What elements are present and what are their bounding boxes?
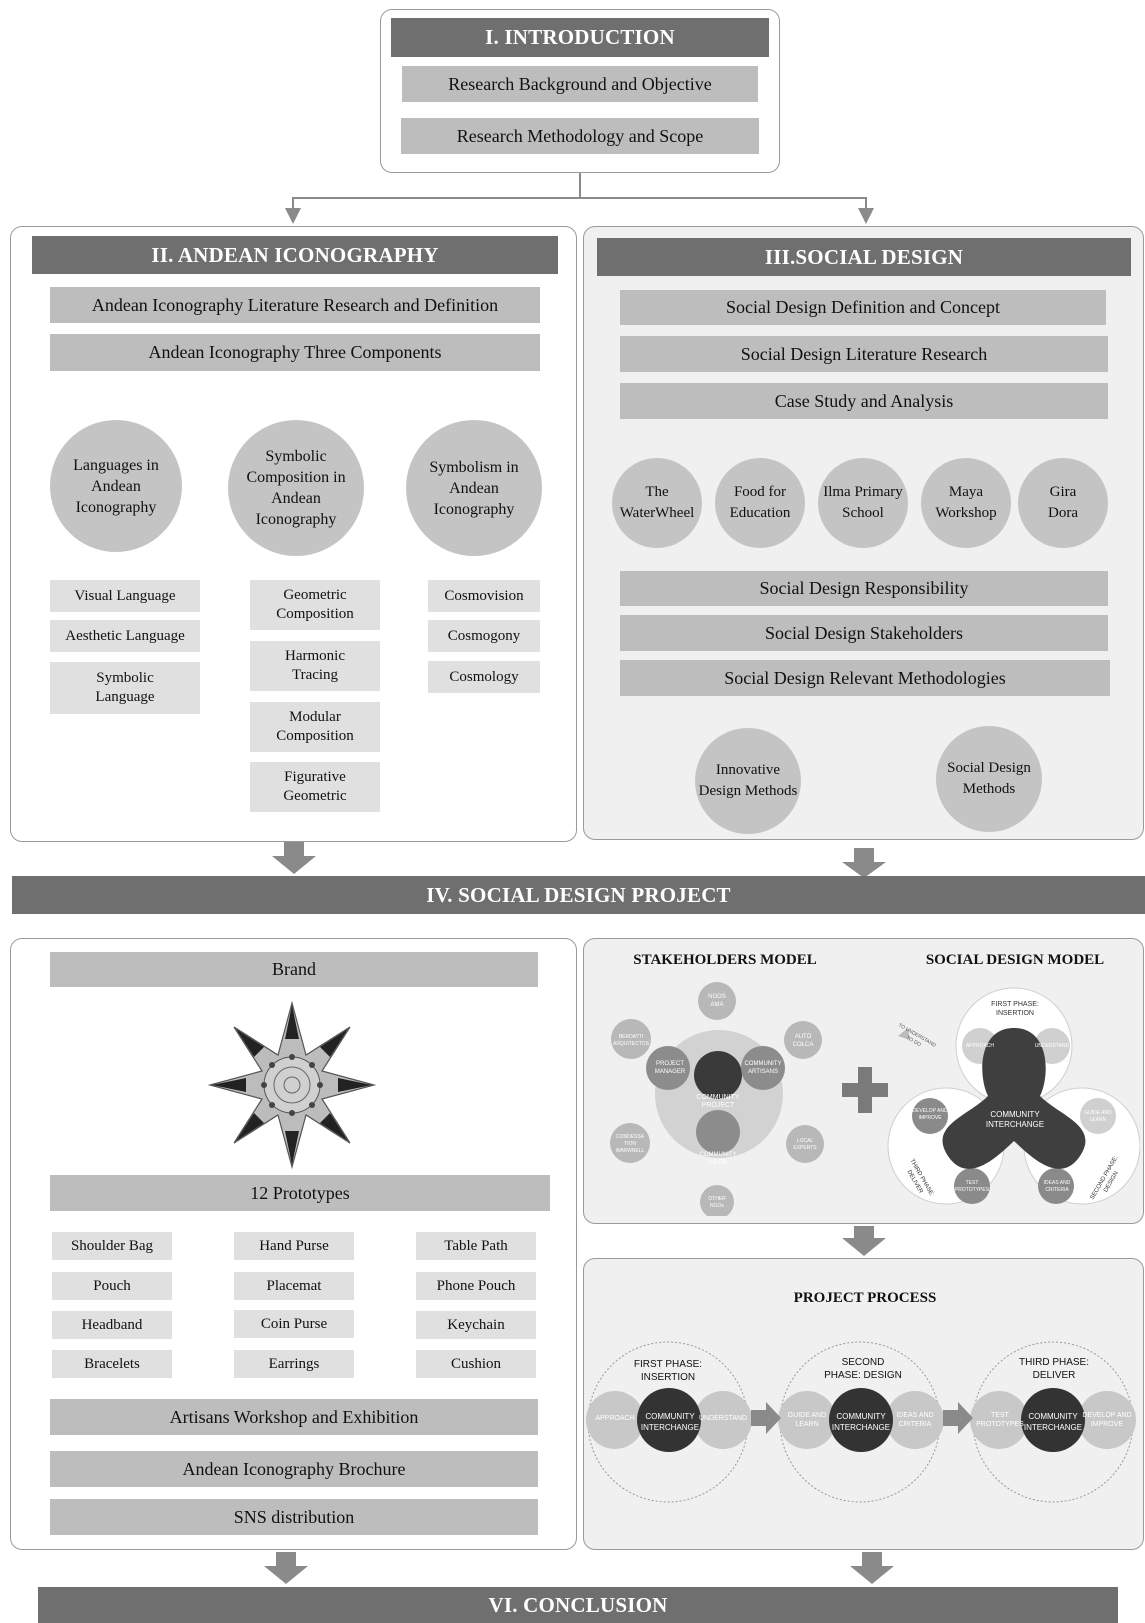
proto-coin-purse: Coin Purse: [234, 1310, 354, 1338]
process-phase3-right: DEVELOP AND IMPROVE: [1082, 1412, 1132, 1428]
proto-hand-purse: Hand Purse: [234, 1232, 354, 1260]
social-stakeholders-bar: Social Design Stakeholders: [620, 615, 1108, 651]
stakeholder-auto-colca: AUTO COLCA: [792, 1034, 814, 1048]
andean-header: II. ANDEAN ICONOGRAPHY: [32, 236, 558, 274]
social-model-center-label: COMMUNITY INTERCHANGE: [985, 1110, 1045, 1129]
box-modular-composition: Modular Composition: [250, 702, 380, 752]
social-model-node-develop: DEVELOP AND IMPROVE: [912, 1108, 948, 1121]
process-phase1-label: FIRST PHASE: INSERTION: [633, 1359, 703, 1383]
proto-headband: Headband: [52, 1311, 172, 1339]
social-model-node-understand: UNDERSTAND: [1034, 1043, 1070, 1049]
process-phase3-left: TEST PROTOTYPES: [976, 1412, 1024, 1428]
project-header: IV. SOCIAL DESIGN PROJECT: [12, 876, 1145, 914]
case-gira-dora: Gira Dora: [1018, 458, 1108, 548]
intro-item-background: Research Background and Objective: [402, 66, 758, 102]
stakeholder-project-manager: PROJECT MANAGER: [654, 1061, 686, 1075]
social-model-node-ideas: IDEAS AND CRITERIA: [1043, 1180, 1071, 1193]
stakeholder-community-lider: COMMUNITY LIDER: [699, 1152, 737, 1166]
sns-bar: SNS distribution: [50, 1499, 538, 1535]
social-literature-bar: Social Design Literature Research: [620, 336, 1108, 372]
brochure-bar: Andean Iconography Brochure: [50, 1451, 538, 1487]
stakeholder-local-experts: LOCAL EXPERTS: [793, 1138, 817, 1151]
social-definition-bar: Social Design Definition and Concept: [620, 290, 1106, 325]
introduction-header: I. INTRODUCTION: [391, 18, 769, 57]
box-harmonic-tracing: Harmonic Tracing: [250, 641, 380, 691]
stakeholders-model-title: STAKEHOLDERS MODEL: [633, 952, 817, 968]
circle-languages: Languages in Andean Iconography: [50, 420, 182, 552]
stakeholders-model-diagram: [610, 982, 824, 1216]
case-maya-workshop: Maya Workshop: [921, 458, 1011, 548]
circle-social-methods: Social Design Methods: [936, 726, 1042, 832]
circle-innovative-methods: Innovative Design Methods: [695, 728, 801, 834]
proto-cushion: Cushion: [416, 1350, 536, 1378]
stakeholder-berdatti: BERDATTI ARQUITECTOS: [612, 1034, 650, 1047]
case-study-bar: Case Study and Analysis: [620, 383, 1108, 419]
process-phase3-label: THIRD PHASE: DELIVER: [1018, 1357, 1089, 1381]
proto-phone-pouch: Phone Pouch: [416, 1272, 536, 1300]
andean-components-bar: Andean Iconography Three Components: [50, 334, 540, 371]
proto-bracelets: Bracelets: [52, 1350, 172, 1378]
stakeholder-condessa: CONDESSA TION WARWNELL: [615, 1134, 645, 1154]
brand-bar: Brand: [50, 952, 538, 987]
stakeholder-other-ngos: OTHER NGOs: [708, 1196, 726, 1209]
process-phase2-center: COMMUNITY INTERCHANGE: [831, 1412, 891, 1432]
proto-pouch: Pouch: [52, 1272, 172, 1300]
process-phase2-left: GUIDE AND LEARN: [787, 1412, 827, 1428]
box-symbolic-language: Symbolic Language: [50, 662, 200, 714]
case-food-for-education: Food for Education: [715, 458, 805, 548]
social-design-model-diagram: [887, 987, 1140, 1205]
process-phase1-right: UNDERSTAND: [698, 1415, 748, 1422]
proto-earrings: Earrings: [234, 1350, 354, 1378]
project-process-diagram: [586, 1341, 1136, 1503]
stakeholder-community-artisans: COMMUNITY ARTISANS: [744, 1061, 782, 1075]
project-process-title: PROJECT PROCESS: [793, 1290, 937, 1306]
social-design-header: III.SOCIAL DESIGN: [597, 238, 1131, 276]
social-responsibility-bar: Social Design Responsibility: [620, 571, 1108, 606]
workshop-bar: Artisans Workshop and Exhibition: [50, 1399, 538, 1435]
plus-icon: [842, 1067, 888, 1113]
brand-star-logo: [207, 1000, 377, 1170]
case-ilma-school: Ilma Primary School: [818, 458, 908, 548]
box-aesthetic-language: Aesthetic Language: [50, 620, 200, 652]
social-model-first-phase: FIRST PHASE: INSERTION: [991, 1001, 1039, 1017]
social-methodologies-bar: Social Design Relevant Methodologies: [620, 660, 1110, 696]
social-model-node-test: TEST PROTOTYPES: [954, 1180, 990, 1193]
stakeholder-center-label: COMMUNITY PROJECT: [696, 1094, 740, 1109]
box-cosmology: Cosmology: [428, 661, 540, 693]
prototypes-bar: 12 Prototypes: [50, 1175, 550, 1211]
proto-shoulder-bag: Shoulder Bag: [52, 1232, 172, 1260]
proto-placemat: Placemat: [234, 1272, 354, 1300]
case-waterwheel: The WaterWheel: [612, 458, 702, 548]
process-phase1-center: COMMUNITY INTERCHANGE: [640, 1412, 700, 1432]
andean-literature-bar: Andean Iconography Literature Research a…: [50, 287, 540, 323]
process-phase1-left: APPROACH: [595, 1415, 635, 1422]
proto-table-path: Table Path: [416, 1232, 536, 1260]
process-phase2-label: SECOND PHASE: DESIGN: [824, 1357, 902, 1381]
social-model-node-guide: GUIDE AND LEARN: [1084, 1110, 1112, 1123]
social-design-model-title: SOCIAL DESIGN MODEL: [925, 952, 1105, 968]
box-geometric-composition: Geometric Composition: [250, 580, 380, 630]
social-model-node-approach: APPROACH: [965, 1043, 995, 1049]
box-cosmogony: Cosmogony: [428, 620, 540, 652]
intro-item-methodology: Research Methodology and Scope: [401, 118, 759, 154]
proto-keychain: Keychain: [416, 1311, 536, 1339]
stakeholder-ngos-ama: NGOS AMA: [708, 994, 726, 1008]
box-visual-language: Visual Language: [50, 580, 200, 612]
process-phase3-center: COMMUNITY INTERCHANGE: [1023, 1412, 1083, 1432]
conclusion-header: VI. CONCLUSION: [38, 1587, 1118, 1623]
box-figurative-geometric: Figurative Geometric: [250, 762, 380, 812]
circle-symbolism: Symbolism in Andean Iconography: [406, 420, 542, 556]
process-phase2-right: IDEAS AND CRITERIA: [896, 1412, 934, 1428]
box-cosmovision: Cosmovision: [428, 580, 540, 612]
circle-symbolic-composition: Symbolic Composition in Andean Iconograp…: [228, 420, 364, 556]
